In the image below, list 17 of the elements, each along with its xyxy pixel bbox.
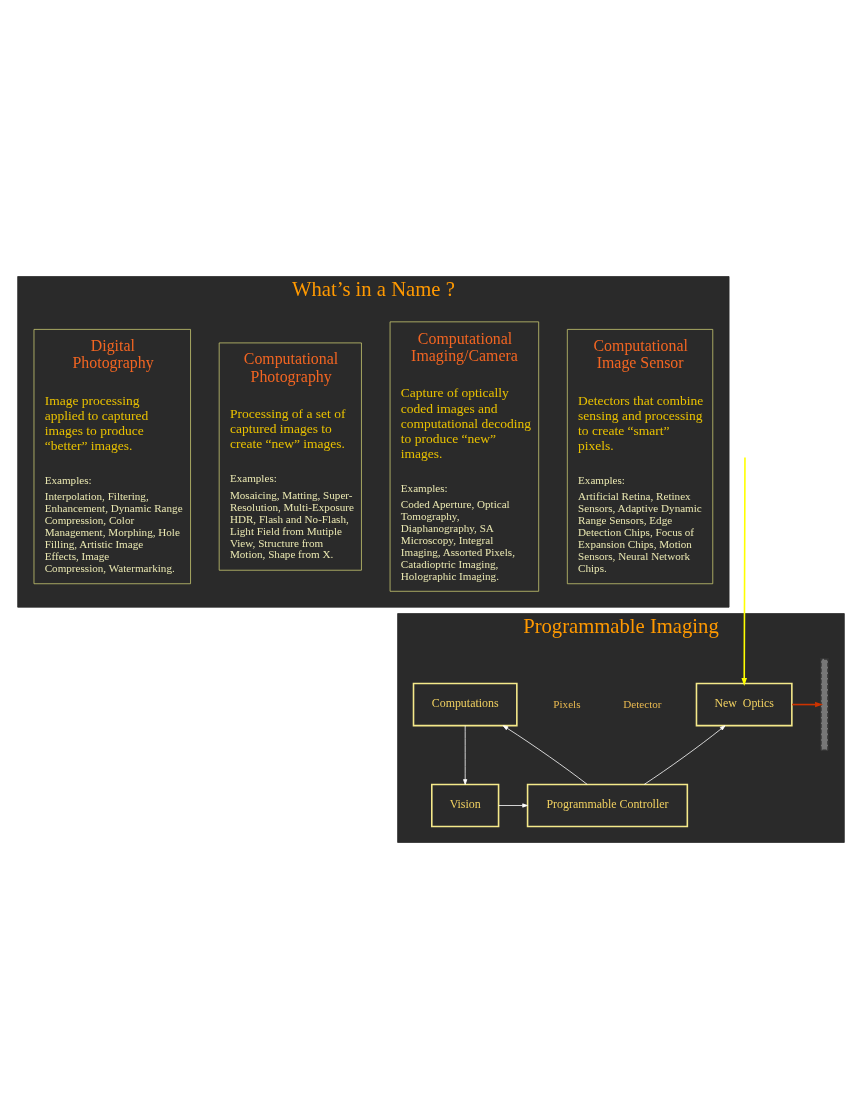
node-box: Programmable Controller [526, 783, 689, 827]
arrow [643, 724, 726, 785]
node-box: Vision [431, 783, 500, 827]
node-label: Detector [623, 697, 662, 709]
arrow [741, 456, 748, 686]
node-box: Computational Imaging/Camera Capture of optically coded images and computational decoding to produce “new” images. Examples: Coded Aperture, Optical Tomography, Diaphanography, SA Microscopy, Integral Imaging, Assorted Pixels, Catadioptric Imaging, Holographic Imaging. [389, 320, 540, 592]
arrow [502, 724, 588, 785]
node-box: New Optics [695, 682, 793, 726]
node-box: Digital Photography Image processing applied to captured images to produce “better” images. Examples: Interpolation, Filtering, Enhancement, Dynamic Range Compression, Color Management, Morphing, Hole Filling, Artistic Image Effects, Image Compression, Watermarking. [33, 328, 191, 584]
node-bar [820, 657, 829, 751]
node-box: Computations [412, 682, 518, 726]
node-box: Computational Image Sensor Detectors that combine sensing and processing to create “smart” pixels. Examples: Artificial Retina, Retinex Sensors, Adaptive Dynamic Range Sensors, Edge Detection Chips, Focus of Expansion Chips, Motion Sensors, Neural Network Chips. [566, 328, 714, 584]
node-label: Pixels [553, 697, 581, 709]
arrow [791, 701, 824, 707]
arrow [498, 802, 528, 808]
node-box: Computational Photography Processing of a set of captured images to create “new” images. Examples: Mosaicing, Matting, Super-Resolution, Multi-Exposure HDR, Flash and No-Flash, Light Field from Mutiple View, Structure from Motion, Shape from X. [218, 342, 362, 571]
arrow [463, 724, 468, 785]
